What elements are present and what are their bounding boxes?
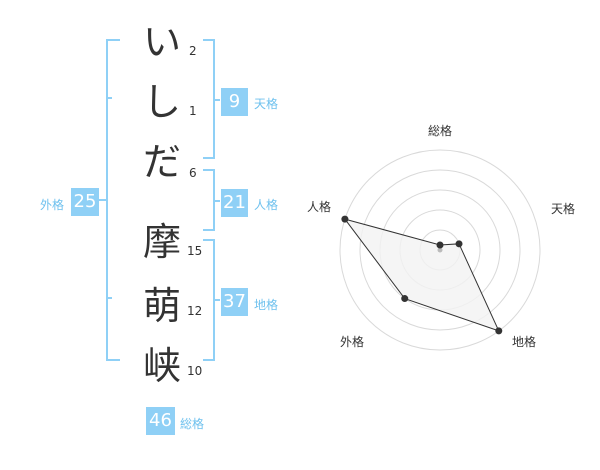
radar-axis-label-5: 人格: [307, 199, 331, 214]
name-char-2: し: [142, 80, 181, 124]
radar-area: [343, 218, 500, 332]
radar-point-2: [455, 240, 463, 248]
name-char-5: 萌: [142, 284, 181, 328]
chikaku-badge: 37: [221, 288, 248, 316]
jinkaku-badge: 21: [221, 189, 248, 217]
stroke-count-2: 1: [189, 104, 197, 118]
radar-point-5: [341, 215, 349, 223]
name-char-3: だ: [142, 140, 181, 184]
radar-grid-ring-5: [339, 149, 541, 351]
radar-point-4: [401, 295, 409, 303]
radar-point-3: [495, 327, 503, 335]
radar-center-dot: [437, 247, 443, 253]
radar-axis-label-3: 地格: [512, 334, 536, 349]
radar-axis-label-4: 外格: [340, 334, 364, 349]
stroke-count-4: 15: [187, 244, 203, 258]
radar-point-1: [436, 241, 444, 249]
stroke-count-3: 6: [189, 166, 197, 180]
name-char-1: い: [142, 20, 181, 64]
stroke-count-5: 12: [187, 304, 203, 318]
radar-grid-ring-4: [359, 169, 521, 331]
name-char-6: 峡: [142, 344, 181, 388]
radar-axis-label-2: 天格: [551, 201, 575, 216]
gaikaku-badge: 25: [71, 188, 99, 216]
radar-axis-label-1: 総格: [428, 123, 452, 138]
stroke-count-6: 10: [187, 364, 203, 378]
tenkaku-label: 天格: [254, 97, 279, 111]
jinkaku-label: 人格: [254, 198, 279, 212]
gaikaku-label: 外格: [40, 198, 65, 212]
tenkaku-badge: 9: [221, 88, 248, 116]
soukaku-label: 総格: [180, 417, 205, 431]
stroke-count-1: 2: [189, 44, 197, 58]
chikaku-label: 地格: [254, 298, 279, 312]
soukaku-badge: 46: [146, 407, 175, 435]
name-char-4: 摩: [142, 220, 181, 264]
